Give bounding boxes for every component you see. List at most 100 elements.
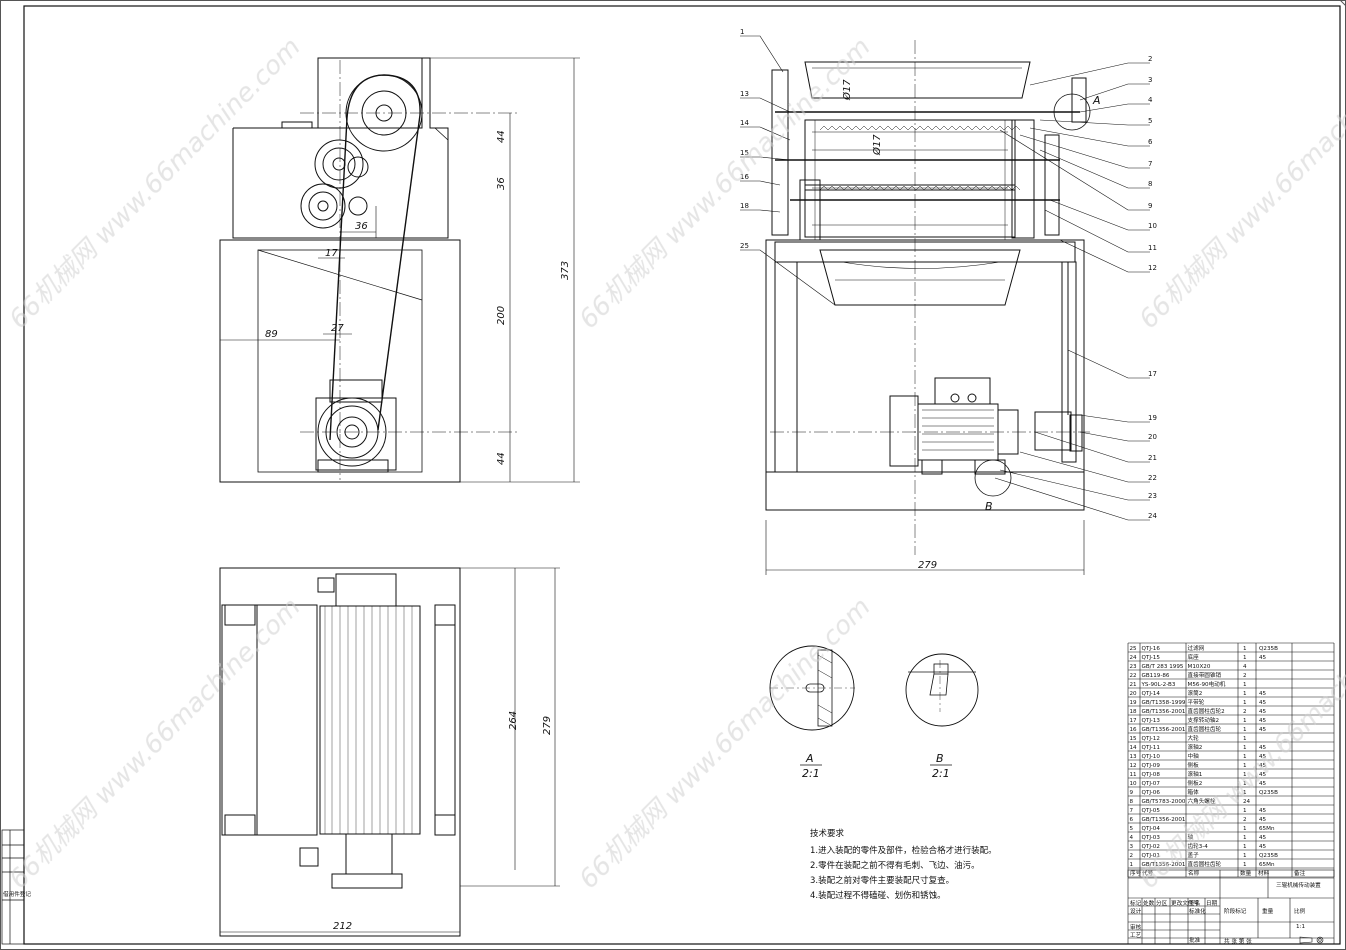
- bom-cell-qty: 2: [1243, 673, 1247, 679]
- bom-cell-code: QTJ-01: [1142, 853, 1161, 859]
- bom-cell-no: 13: [1130, 754, 1138, 760]
- tb-mark: 标记: [1130, 899, 1142, 907]
- bom-cell-no: 6: [1130, 817, 1134, 823]
- bom-cell-no: 17: [1130, 718, 1138, 724]
- title-block: [1127, 869, 1335, 945]
- bom-cell-material: Q235B: [1259, 853, 1278, 859]
- balloon-23: 23: [1148, 492, 1157, 500]
- bom-cell-no: 23: [1130, 664, 1138, 670]
- bom-cell-name: 六角头螺栓: [1188, 797, 1216, 805]
- bom-cell-no: 18: [1130, 709, 1138, 715]
- balloon-6: 6: [1148, 138, 1153, 146]
- detail-view-b: [905, 653, 979, 727]
- bom-cell-name: 滚轴1: [1188, 770, 1203, 778]
- detail-a-scale: 2:1: [802, 767, 820, 780]
- tb-count: 处数: [1143, 899, 1155, 907]
- bom-header-cell: 代号: [1142, 869, 1154, 877]
- balloon-15: 15: [740, 149, 749, 157]
- bom-cell-name: 侧板: [1188, 761, 1200, 769]
- bom-cell-no: 22: [1130, 673, 1137, 679]
- bom-cell-code: QTJ-13: [1142, 718, 1161, 724]
- balloon-11: 11: [1148, 244, 1157, 252]
- tb-sheet: 共 张 第 张: [1224, 937, 1252, 945]
- dim-89: 89: [265, 329, 278, 340]
- detail-b-label: B: [936, 752, 944, 765]
- balloon-25: 25: [740, 242, 749, 250]
- dim-279-side: 279: [918, 560, 937, 571]
- bom-cell-material: 65Mn: [1259, 862, 1275, 868]
- tech-item-3: 3.装配之前对零件主要装配尺寸复查。: [810, 875, 954, 886]
- tb-scale: 1:1: [1296, 924, 1305, 930]
- dim-44-bottom: 44: [496, 452, 507, 465]
- bom-cell-qty: 1: [1243, 646, 1247, 652]
- bom-cell-qty: 1: [1243, 826, 1247, 832]
- bom-cell-no: 8: [1130, 799, 1134, 805]
- bom-cell-material: 45: [1259, 745, 1267, 751]
- bom-cell-code: GB/T1356-2001: [1142, 817, 1186, 823]
- side-view: 279 Ø17 Ø17 A B: [765, 40, 1101, 575]
- balloon-22: 22: [1148, 474, 1157, 482]
- balloon-16: 16: [740, 173, 749, 181]
- tb-zone: 分区: [1156, 899, 1168, 907]
- bom-cell-no: 7: [1130, 808, 1134, 814]
- bom-cell-no: 2: [1130, 853, 1134, 859]
- bom-cell-no: 19: [1130, 700, 1138, 706]
- bom-cell-qty: 1: [1243, 862, 1247, 868]
- dim-36-horiz: 36: [355, 221, 368, 232]
- watermark-6: 66机械网 www.66machine.com: [1134, 592, 1346, 895]
- bom-cell-name: M56-90电动机: [1188, 680, 1226, 688]
- bom-cell-qty: 24: [1243, 799, 1251, 805]
- bom-cell-qty: 1: [1243, 736, 1247, 742]
- balloon-1: 1: [740, 28, 744, 36]
- plan-view: 264 279 212: [219, 567, 560, 937]
- bom-header-cell: 名称: [1188, 869, 1200, 877]
- technical-requirements: 技术要求 1.进入装配的零件及部件，检验合格才进行装配。 2.零件在装配之前不得…: [810, 828, 997, 901]
- bom-header-cell: 序号: [1130, 869, 1142, 877]
- bom-cell-name: 侧板2: [1188, 779, 1203, 787]
- bom-cell-material: 45: [1259, 700, 1267, 706]
- balloon-10: 10: [1148, 222, 1157, 230]
- bom-cell-code: QTJ-05: [1142, 808, 1161, 814]
- bom-cell-name: 滚筒2: [1188, 689, 1203, 697]
- bom-cell-qty: 1: [1243, 790, 1247, 796]
- bom-cell-no: 4: [1130, 835, 1134, 841]
- bom-cell-qty: 1: [1243, 691, 1247, 697]
- bom-cell-qty: 1: [1243, 781, 1247, 787]
- bom-cell-qty: 4: [1243, 664, 1247, 670]
- bom-cell-name: 齿轮3-4: [1188, 842, 1209, 850]
- bom-cell-material: 45: [1259, 817, 1267, 823]
- dim-phi17-top: Ø17: [841, 79, 853, 101]
- dim-phi17-mid: Ø17: [871, 134, 883, 156]
- tech-item-4: 4.装配过程不得磕碰、划伤和锈蚀。: [810, 890, 946, 901]
- bom-cell-qty: 2: [1243, 709, 1247, 715]
- left-strip-label: 借用件登记: [3, 890, 31, 898]
- tb-process: 工艺: [1130, 932, 1142, 939]
- balloon-labels: 1 2 3 4 5 6 7 8 9 10 11 12 13 14 15 16 1…: [740, 28, 1157, 520]
- bom-cell-material: 45: [1259, 835, 1267, 841]
- tech-title: 技术要求: [810, 828, 845, 839]
- balloon-leaders: [740, 35, 1150, 521]
- bom-cell-name: 底座: [1188, 653, 1200, 661]
- bom-cell-material: 45: [1259, 709, 1267, 715]
- balloon-17: 17: [1148, 370, 1157, 378]
- bom-cell-qty: 1: [1243, 808, 1247, 814]
- balloon-20: 20: [1148, 433, 1157, 441]
- bom-cell-no: 14: [1130, 745, 1138, 751]
- balloon-19: 19: [1148, 414, 1157, 422]
- bom-cell-code: GB119-86: [1142, 673, 1170, 679]
- bom-cell-code: YS-90L-2-B3: [1141, 682, 1176, 688]
- bom-cell-material: 45: [1259, 808, 1267, 814]
- bom-cell-no: 3: [1130, 844, 1134, 850]
- bom-cell-code: QTJ-14: [1142, 691, 1161, 697]
- bom-cell-qty: 1: [1243, 718, 1247, 724]
- bom-cell-material: 45: [1259, 655, 1267, 661]
- bom-cell-code: QTJ-15: [1142, 655, 1161, 661]
- bom-cell-qty: 1: [1243, 727, 1247, 733]
- balloon-3: 3: [1148, 76, 1152, 84]
- bom-cell-qty: 1: [1243, 844, 1247, 850]
- tb-change: 更改文件号: [1171, 899, 1199, 907]
- bom-cell-material: 45: [1259, 781, 1267, 787]
- bom-cell-material: 45: [1259, 727, 1267, 733]
- tb-stage: 阶段标记: [1224, 907, 1247, 915]
- bom-cell-no: 24: [1130, 655, 1138, 661]
